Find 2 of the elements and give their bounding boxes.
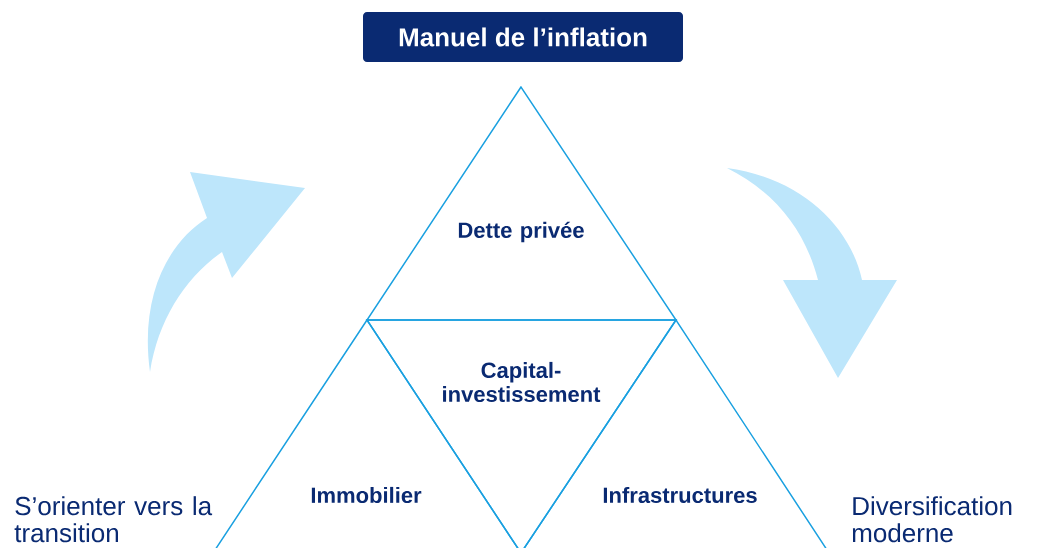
side-label: Diversification moderne — [852, 496, 1012, 543]
title-box: Manuel de l’inflation — [363, 12, 683, 62]
